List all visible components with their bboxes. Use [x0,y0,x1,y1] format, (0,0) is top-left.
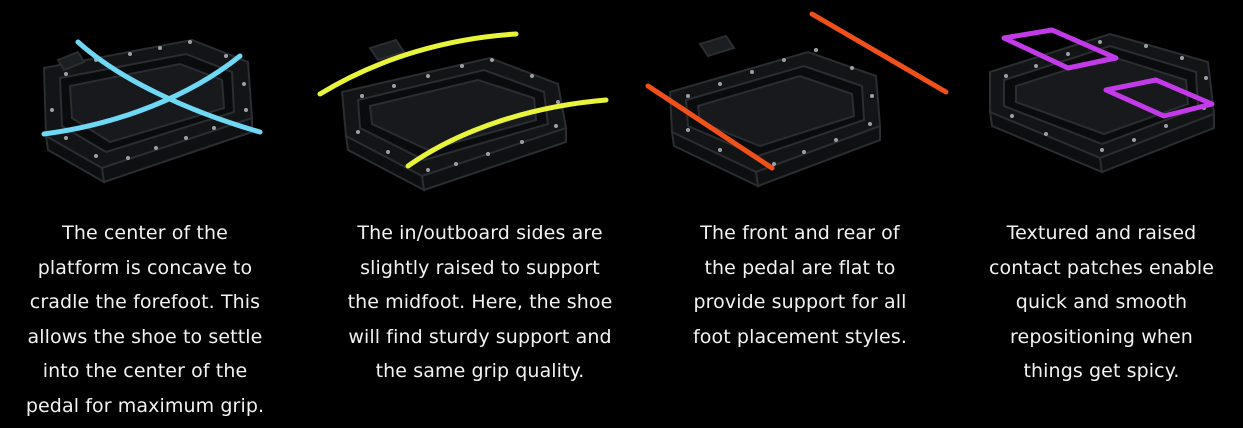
pedal-illustration-sides [312,0,648,210]
pedal-flat-graphic [645,11,949,188]
concave-curve-2 [41,53,243,137]
pedal-concave-graphic [41,38,263,184]
pedal-pins [356,58,560,172]
pedal-pins [686,48,874,166]
flat-line-front [809,11,949,95]
caption-contact-patches: Textured and raised contact patches enab… [988,222,1214,382]
feature-panel-concave: The center of the platform is concave to… [0,0,290,428]
caption-raised-sides: The in/outboard sides are slightly raise… [347,222,613,382]
pedal-pins [50,40,248,160]
pedal-patches-graphic [988,27,1216,174]
contact-patch-rear [1001,27,1119,71]
caption-concave: The center of the platform is concave to… [25,222,265,417]
contact-patch-front [1103,77,1215,119]
side-curve-outboard [317,31,519,97]
flat-line-rear [645,83,775,171]
pedal-illustration-concave [0,0,290,210]
pedal-pins [1004,40,1208,152]
pedal-illustration-flat [640,0,960,210]
pedal-body [988,32,1216,174]
pedal-body [42,38,254,184]
pedal-body [340,38,568,192]
feature-panel-flat: The front and rear of the pedal are flat… [640,0,960,428]
side-curve-inboard [405,97,609,169]
pedal-sides-graphic [317,31,609,192]
feature-panel-raised-sides: The in/outboard sides are slightly raise… [312,0,648,428]
caption-flat: The front and rear of the pedal are flat… [693,222,907,348]
concave-curve-1 [75,39,263,135]
pedal-illustration-patches [960,0,1243,210]
pedal-body [668,34,882,188]
feature-panel-contact-patches: Textured and raised contact patches enab… [960,0,1243,428]
